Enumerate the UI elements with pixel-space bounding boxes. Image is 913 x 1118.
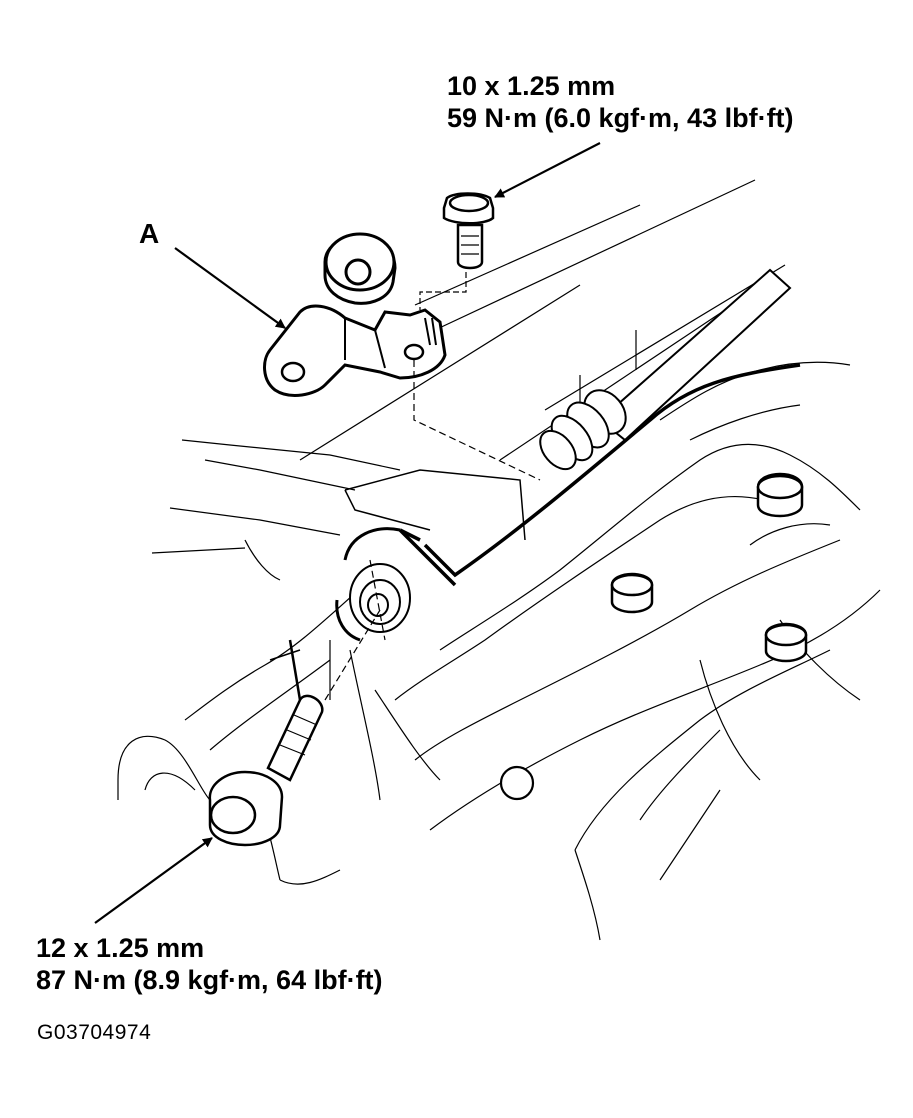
shift-rod (539, 268, 792, 471)
housing-boss-1 (756, 472, 804, 518)
arrow-bottom-bolt (94, 837, 213, 924)
leader-arrows (94, 142, 601, 924)
bolt-10mm (419, 192, 495, 310)
assembly-guides (369, 360, 541, 641)
arrow-top-bolt (494, 142, 601, 198)
bottom-bolt-size: 12 x 1.25 mm (36, 933, 205, 963)
bolt-12mm (208, 609, 381, 847)
housing-boss-3 (764, 622, 808, 663)
part-a-callout: A (139, 218, 160, 249)
mount-block (269, 469, 526, 661)
bottom-bolt-torque: 87 N·m (8.9 kgf·m, 64 lbf·ft) (36, 965, 383, 995)
housing-boss-2 (610, 572, 654, 614)
bushing (323, 232, 397, 305)
figure-id: G03704974 (37, 1021, 152, 1044)
top-bolt-torque: 59 N·m (6.0 kgf·m, 43 lbf·ft) (447, 103, 794, 133)
transmission-housing-outline (117, 179, 881, 941)
top-bolt-size: 10 x 1.25 mm (447, 71, 616, 101)
arrow-part-a (174, 247, 286, 329)
housing-hole (499, 765, 535, 801)
main-rail (398, 363, 801, 587)
top-bolt-spec: 10 x 1.25 mm 59 N·m (6.0 kgf·m, 43 lbf·f… (447, 70, 794, 134)
bottom-bolt-spec: 12 x 1.25 mm 87 N·m (8.9 kgf·m, 64 lbf·f… (36, 932, 383, 996)
mount-bracket-a (263, 304, 447, 397)
pivot-mount (335, 527, 411, 642)
